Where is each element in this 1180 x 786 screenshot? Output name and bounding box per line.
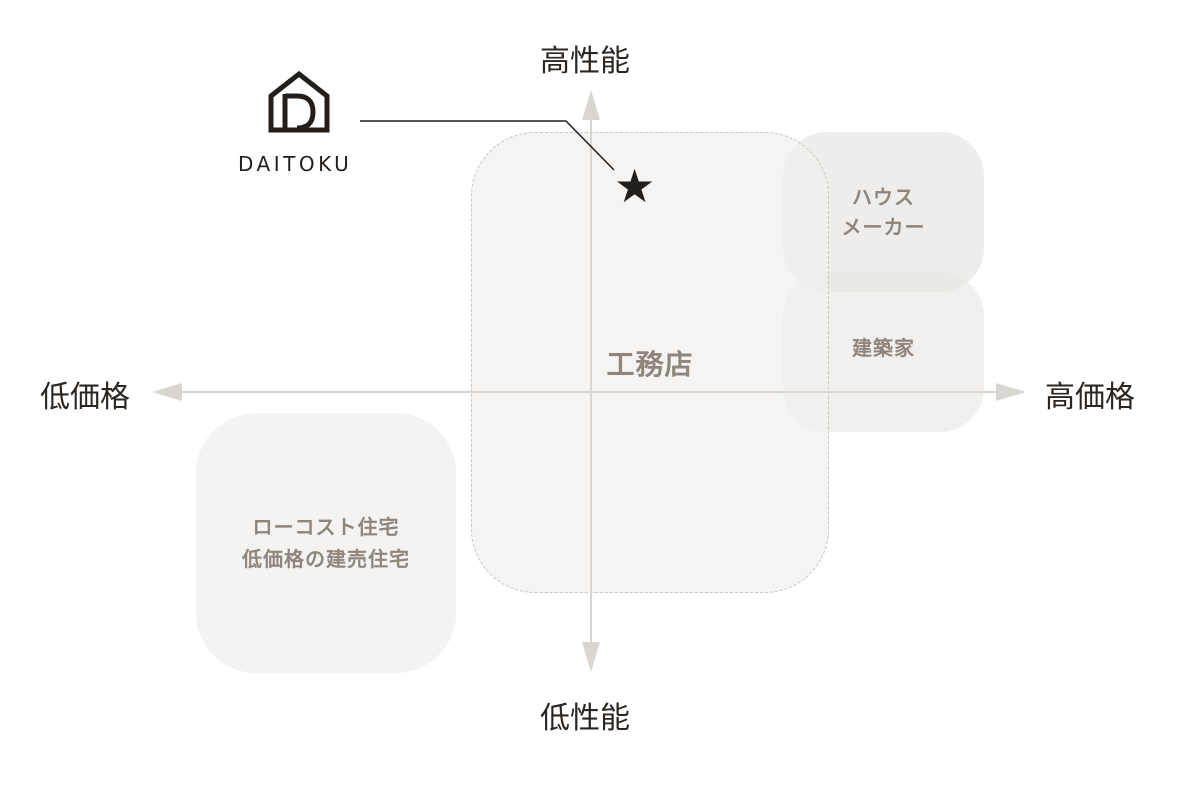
axis-label-high-price: 高価格 [1045,380,1135,415]
zone-house-maker-line1: ハウス [852,185,915,209]
axis-label-low-price: 低価格 [40,380,130,415]
left-arrowhead [152,383,182,401]
zone-architect-label: 建築家 [852,335,915,360]
axis-label-low-performance: 低性能 [540,701,630,736]
zone-lowcost-line2: 低価格の建売住宅 [242,547,410,571]
star-icon: ★ [614,159,656,213]
logo-connector-line [360,120,615,171]
axis-label-high-performance: 高性能 [540,44,630,79]
zone-koumuten-label: 工務店 [606,347,694,381]
zone-lowcost-housing: ローコスト住宅 低価格の建売住宅 [196,413,456,673]
daitoku-logo: DAITOKU [238,70,368,180]
vertical-axis [582,90,600,672]
top-arrowhead [582,90,600,120]
zone-house-maker-line2: メーカー [841,215,926,239]
logo-wordmark: DAITOKU [238,152,353,176]
bottom-arrowhead [582,642,600,672]
zone-koumuten: 工務店 [471,132,829,593]
zone-lowcost-line1: ローコスト住宅 [252,515,400,539]
horizontal-axis [152,383,1026,401]
right-arrowhead [996,383,1026,401]
house-logo-icon [268,70,330,133]
